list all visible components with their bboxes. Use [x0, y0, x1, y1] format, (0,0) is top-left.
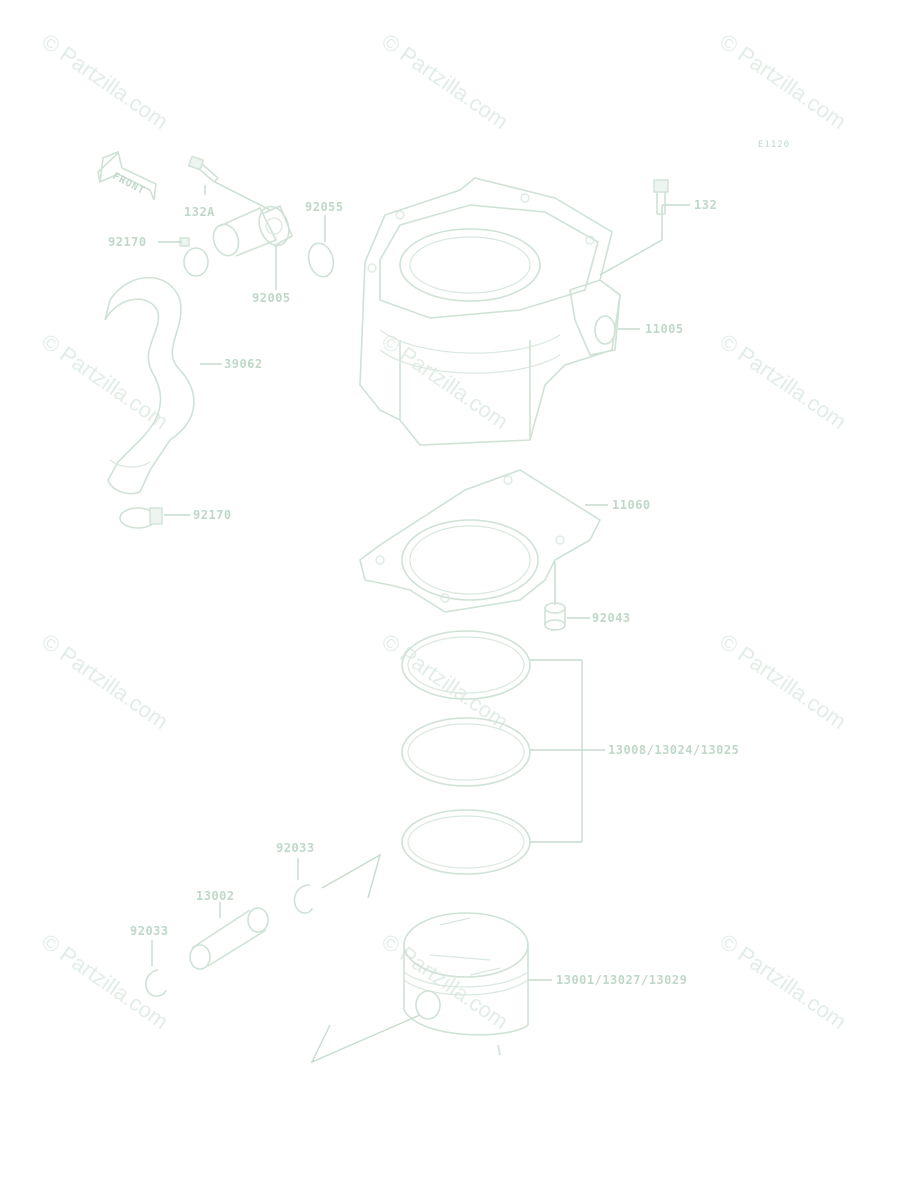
bolt-132 — [653, 179, 669, 215]
water-hose — [104, 276, 195, 495]
callout-92033-lower[interactable]: 92033 — [130, 924, 169, 938]
o-ring — [307, 242, 335, 278]
callout-132[interactable]: 132 — [694, 198, 717, 212]
front-arrow-icon: FRONT — [97, 150, 157, 201]
piston-rings — [401, 630, 531, 875]
front-label: FRONT — [111, 171, 147, 197]
callout-39062[interactable]: 39062 — [224, 357, 263, 371]
water-fitting — [212, 204, 294, 257]
watermark-layer: © Partzilla.com © Partzilla.com © Partzi… — [37, 29, 851, 1035]
callout-132a[interactable]: 132A — [184, 205, 215, 219]
watermark: © Partzilla.com — [715, 329, 851, 435]
hose-clamp — [179, 237, 209, 277]
piston-pin-clip — [293, 884, 313, 914]
watermark: © Partzilla.com — [37, 29, 173, 135]
watermark: © Partzilla.com — [377, 629, 513, 735]
piston — [403, 912, 529, 1056]
callout-92043[interactable]: 92043 — [592, 611, 631, 625]
piston-pin — [189, 907, 269, 970]
watermark: © Partzilla.com — [715, 29, 851, 135]
callout-11005[interactable]: 11005 — [645, 322, 684, 336]
watermark: © Partzilla.com — [37, 329, 173, 435]
callout-11060[interactable]: 11060 — [612, 498, 651, 512]
callout-92170-bottom[interactable]: 92170 — [193, 508, 232, 522]
callout-labels: 132A 92055 132 92170 92005 11005 39062 9… — [108, 198, 739, 987]
callout-13002[interactable]: 13002 — [196, 889, 235, 903]
diagram-code: E1120 — [758, 140, 790, 150]
piston-pin-clip — [145, 969, 167, 997]
hose-clamp — [119, 507, 163, 529]
watermark: © Partzilla.com — [715, 929, 851, 1035]
watermark: © Partzilla.com — [377, 29, 513, 135]
dowel-pin — [544, 602, 566, 631]
watermark: © Partzilla.com — [377, 929, 513, 1035]
watermark: © Partzilla.com — [715, 629, 851, 735]
callout-92005[interactable]: 92005 — [252, 291, 291, 305]
callout-13008[interactable]: 13008/13024/13025 — [608, 743, 739, 757]
callout-13001[interactable]: 13001/13027/13029 — [556, 973, 687, 987]
cylinder-block — [359, 177, 621, 446]
bolt-132a — [187, 155, 219, 183]
callout-92170-top[interactable]: 92170 — [108, 235, 147, 249]
cylinder-gasket — [359, 469, 602, 613]
callout-92033-upper[interactable]: 92033 — [276, 841, 315, 855]
callout-92055[interactable]: 92055 — [305, 200, 344, 214]
watermark: © Partzilla.com — [37, 629, 173, 735]
